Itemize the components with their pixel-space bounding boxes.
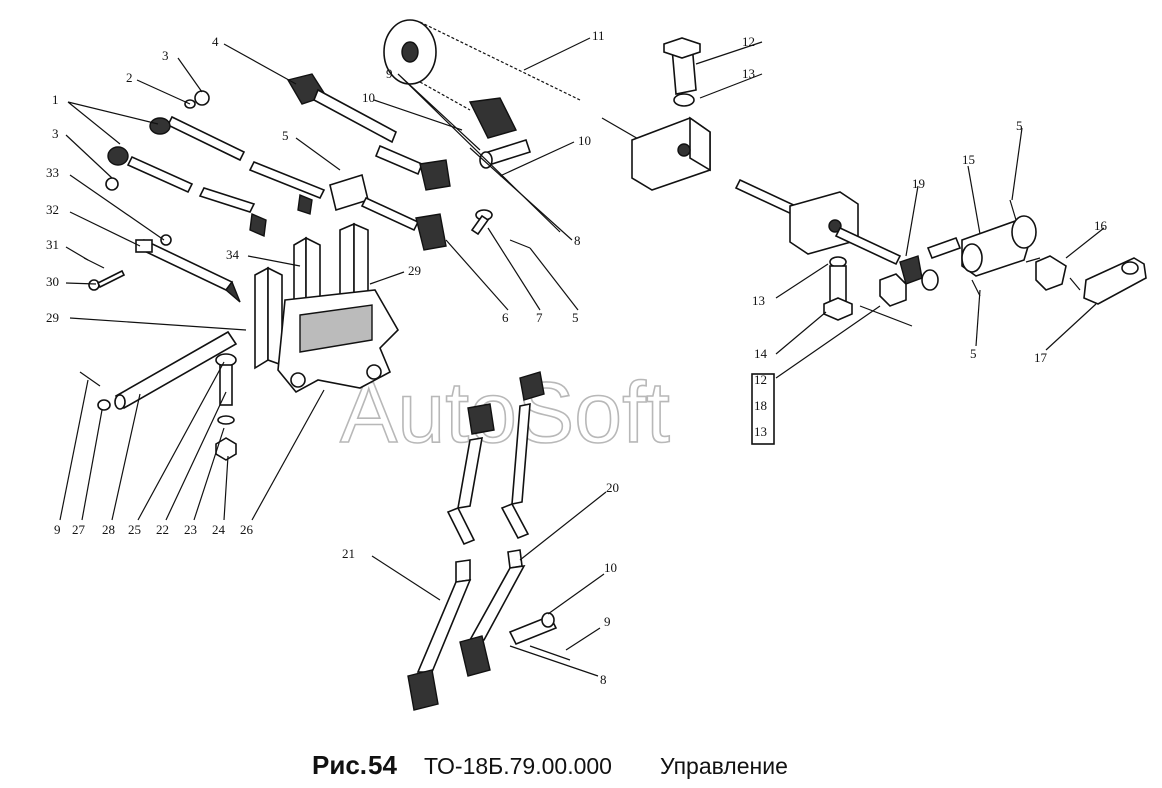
callout-5: 5: [1016, 118, 1023, 133]
callout-5: 5: [970, 346, 977, 361]
right-rod-assembly: [631, 37, 1147, 445]
chain-sprocket: [383, 19, 641, 169]
callout-30: 30: [46, 274, 59, 289]
callout-13: 13: [752, 293, 765, 308]
left-rod-assembly: [79, 90, 326, 461]
callout-34: 34: [226, 247, 240, 262]
callout-5: 5: [572, 310, 579, 325]
callout-10: 10: [604, 560, 617, 575]
callout-13: 13: [754, 424, 767, 439]
callout-22: 22: [156, 522, 169, 537]
callout-32: 32: [46, 202, 59, 217]
callout-8: 8: [600, 672, 607, 687]
callout-11: 11: [592, 28, 605, 43]
lower-levers: [407, 371, 571, 711]
callout-8: 8: [574, 233, 581, 248]
callout-3: 3: [162, 48, 169, 63]
upper-middle-assembly: [286, 73, 531, 251]
callout-21: 21: [342, 546, 355, 561]
callout-10: 10: [578, 133, 591, 148]
callout-28: 28: [102, 522, 115, 537]
callout-33: 33: [46, 165, 59, 180]
bracket-assembly: [254, 222, 399, 394]
callout-24: 24: [212, 522, 226, 537]
callout-4: 4: [212, 34, 219, 49]
callout-29: 29: [46, 310, 59, 325]
watermark: AutoSoft: [340, 365, 670, 461]
callout-15: 15: [962, 152, 975, 167]
callout-14: 14: [754, 346, 768, 361]
callout-27: 27: [72, 522, 86, 537]
callout-9: 9: [54, 522, 61, 537]
callout-18: 18: [754, 398, 767, 413]
caption-code: ТО-18Б.79.00.000: [424, 753, 612, 779]
callout-23: 23: [184, 522, 197, 537]
callout-29: 29: [408, 263, 421, 278]
callout-26: 26: [240, 522, 254, 537]
callout-6: 6: [502, 310, 509, 325]
callout-20: 20: [606, 480, 619, 495]
callout-10: 10: [362, 90, 375, 105]
callout-9: 9: [604, 614, 611, 629]
leader-lines: [59, 37, 1105, 677]
callout-2: 2: [126, 70, 133, 85]
callout-17: 17: [1034, 350, 1048, 365]
caption-number: 54: [368, 750, 397, 780]
callout-5: 5: [282, 128, 289, 143]
callout-labels: 1 2 3 3 33 32 31 30 29 4 5 34 29 9 10 11…: [46, 28, 1108, 687]
callout-31: 31: [46, 237, 59, 252]
callout-16: 16: [1094, 218, 1108, 233]
callout-19: 19: [912, 176, 925, 191]
caption-prefix: Рис.: [312, 750, 367, 780]
callout-13: 13: [742, 66, 755, 81]
callout-3: 3: [52, 126, 59, 141]
callout-1: 1: [52, 92, 59, 107]
callout-7: 7: [536, 310, 543, 325]
callout-12: 12: [742, 34, 755, 49]
callout-12: 12: [754, 372, 767, 387]
caption-title: Управление: [660, 753, 788, 779]
figure-caption: Рис. 54 ТО-18Б.79.00.000 Управление: [312, 750, 788, 780]
callout-25: 25: [128, 522, 141, 537]
callout-9: 9: [386, 66, 393, 81]
